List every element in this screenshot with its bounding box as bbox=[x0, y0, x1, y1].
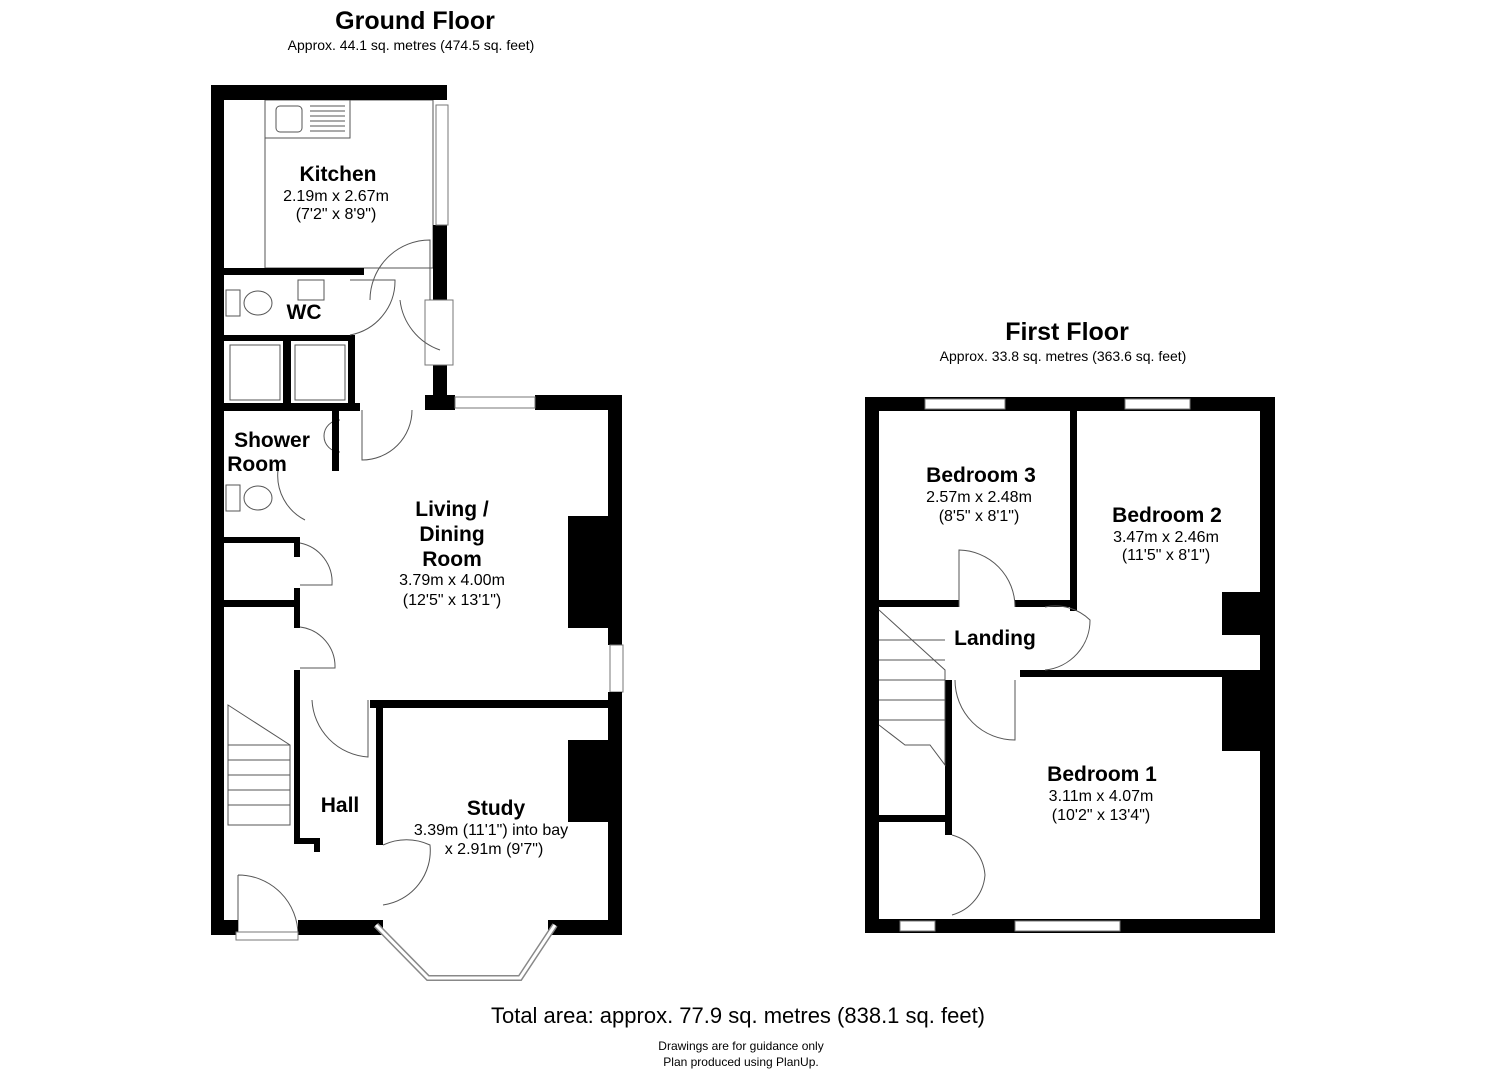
ground-floor-area: Approx. 44.1 sq. metres (474.5 sq. feet) bbox=[288, 37, 535, 53]
bedroom1-dim-ft: (10'2" x 13'4") bbox=[1052, 807, 1150, 824]
chimney-breast bbox=[1222, 592, 1260, 635]
bedroom3-dim-ft: (8'5" x 8'1") bbox=[939, 508, 1020, 525]
ground-floor-plan bbox=[211, 85, 624, 981]
door-swings bbox=[951, 549, 1091, 916]
shower-tray bbox=[229, 344, 281, 401]
total-area: Total area: approx. 77.9 sq. metres (838… bbox=[491, 1003, 985, 1028]
hall-label: Hall bbox=[321, 794, 360, 817]
bedroom2-dim-m: 3.47m x 2.46m bbox=[1113, 529, 1219, 546]
shower-room-label-1: Shower bbox=[234, 429, 310, 452]
kitchen-dim-ft: (7'2" x 8'9") bbox=[296, 206, 377, 223]
living-label-3: Room bbox=[422, 548, 482, 571]
planup-note: Plan produced using PlanUp. bbox=[663, 1055, 818, 1069]
landing-stairs bbox=[878, 609, 946, 767]
ground-floor-stairs bbox=[227, 704, 291, 826]
bedroom1-dim-m: 3.11m x 4.07m bbox=[1049, 788, 1154, 805]
study-label: Study bbox=[467, 797, 526, 820]
front-door bbox=[235, 931, 299, 941]
chimney-breast bbox=[1222, 677, 1260, 751]
first-floor-title: First Floor bbox=[1005, 318, 1129, 346]
door-swings bbox=[237, 239, 441, 936]
study-dim-2: x 2.91m (9'7") bbox=[445, 841, 544, 858]
guidance-note: Drawings are for guidance only bbox=[658, 1039, 823, 1053]
bedroom3-label: Bedroom 3 bbox=[926, 464, 1036, 487]
bedroom3-window bbox=[924, 398, 1006, 410]
chimney-breast bbox=[568, 516, 608, 628]
cupboard-window bbox=[899, 920, 936, 932]
living-label-2: Dining bbox=[419, 523, 484, 546]
shower-tray bbox=[294, 344, 346, 401]
kitchen-label: Kitchen bbox=[299, 163, 376, 186]
shower-room-label-2: Room bbox=[227, 453, 287, 476]
bedroom1-window bbox=[1014, 920, 1121, 932]
living-dim-ft: (12'5" x 13'1") bbox=[403, 592, 501, 609]
living-room-side-window bbox=[609, 644, 624, 693]
living-room-window bbox=[454, 396, 536, 409]
drainer-icon bbox=[310, 105, 345, 132]
ground-floor-title: Ground Floor bbox=[335, 7, 495, 35]
back-door bbox=[424, 299, 454, 366]
wc-label: WC bbox=[287, 301, 322, 324]
first-floor-plan bbox=[865, 397, 1275, 933]
study-dim-1: 3.39m (11'1") into bay bbox=[414, 822, 568, 839]
living-label-1: Living / bbox=[415, 498, 489, 521]
kitchen-window bbox=[435, 104, 449, 226]
kitchen-dim-m: 2.19m x 2.67m bbox=[283, 188, 389, 205]
wc-basin bbox=[297, 279, 325, 301]
first-floor-area: Approx. 33.8 sq. metres (363.6 sq. feet) bbox=[940, 348, 1187, 364]
bedroom2-label: Bedroom 2 bbox=[1112, 504, 1222, 527]
wc-toilet bbox=[243, 290, 273, 316]
bedroom3-dim-m: 2.57m x 2.48m bbox=[926, 489, 1032, 506]
bedroom2-window bbox=[1124, 398, 1191, 410]
bedroom2-dim-ft: (11'5" x 8'1") bbox=[1122, 547, 1210, 564]
living-dim-m: 3.79m x 4.00m bbox=[399, 572, 505, 589]
landing-label: Landing bbox=[954, 627, 1036, 650]
bedroom1-label: Bedroom 1 bbox=[1047, 763, 1157, 786]
shower-room-toilet bbox=[243, 485, 273, 511]
chimney-breast bbox=[568, 740, 608, 822]
